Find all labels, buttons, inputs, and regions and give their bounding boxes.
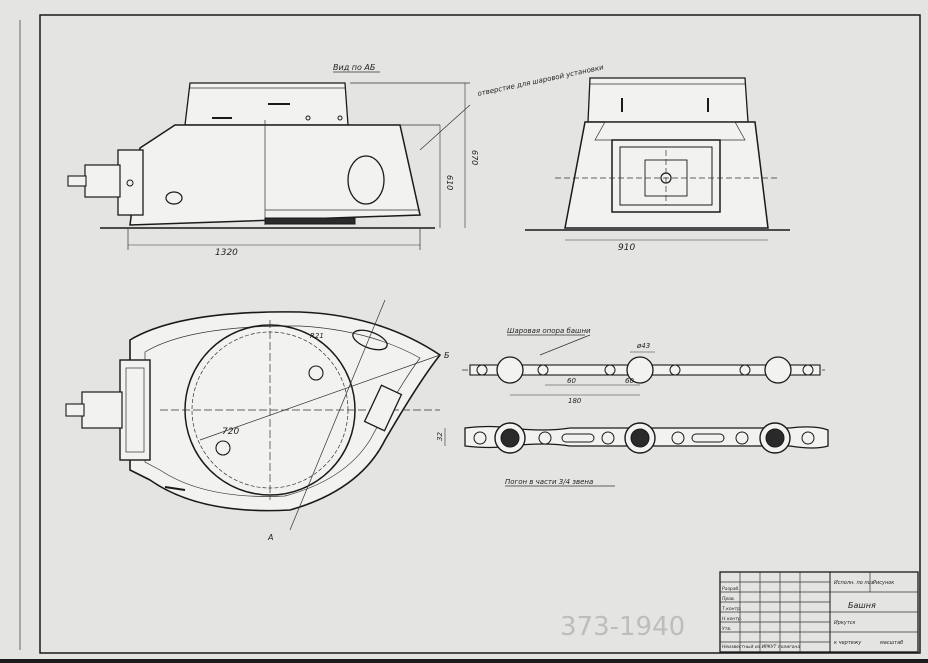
plan-gun-barrel xyxy=(65,403,85,417)
ring-dim-180: 180 xyxy=(568,397,582,405)
ring-detail-title: Шаровая опора башни xyxy=(507,327,591,335)
ring-dim-60b: 60 xyxy=(625,377,634,385)
ring-detail: Шаровая опора башни ø43 60 60 180 xyxy=(436,327,829,487)
turret-ring-hatching xyxy=(264,217,356,225)
side-view-section-label: Вид по АБ xyxy=(333,63,376,72)
title-block-line-5: масштаб xyxy=(880,640,903,646)
gun-barrel xyxy=(67,175,87,187)
sheet-frame xyxy=(39,14,921,654)
title-block-sig-4: Н.контр. xyxy=(722,616,742,622)
ring-caption: Погон в части 3/4 звена xyxy=(505,478,593,486)
plan-hatch xyxy=(352,329,388,351)
title-block-sig-1: Разраб. xyxy=(722,586,740,592)
dim-height-outer: 670 xyxy=(470,150,479,165)
ball-mount-opening xyxy=(347,155,385,205)
ring-dim-32: 32 xyxy=(436,432,444,441)
cupola-outline xyxy=(184,82,349,126)
plan-dim-radius: 720 xyxy=(222,427,239,437)
ring-dim-60a: 60 xyxy=(567,377,576,385)
side-view-note: отверстие для шаровой установки xyxy=(477,63,605,98)
plan-view: 720 R21 А Б xyxy=(65,299,450,542)
plan-ball-mount xyxy=(363,384,403,432)
dim-width: 910 xyxy=(618,243,635,253)
plan-marker-a: А xyxy=(267,533,273,542)
title-block-line-4: к чертежу xyxy=(834,640,862,646)
title-block-sig-5: Утв. xyxy=(722,626,731,632)
title-block-line-2: Рисунок xyxy=(873,580,894,586)
title-block-sig-2: Пров. xyxy=(722,596,735,602)
ring-dim-40: ø43 xyxy=(636,342,650,350)
title-block-line-1: Исполн. по поз. xyxy=(834,580,875,586)
plan-mantlet xyxy=(119,359,151,461)
side-view: Вид по АБ отверстие для шаровой установк… xyxy=(67,63,605,258)
archive-stamp-number: 373-1940 xyxy=(560,612,685,642)
plan-outline xyxy=(129,311,442,512)
plan-gun-housing xyxy=(81,391,123,429)
dim-height-inner: 610 xyxy=(445,175,454,190)
title-block-line-3: Иркутск xyxy=(834,620,856,626)
title-block: Башня Исполн. по поз. Рисунок Иркутск к … xyxy=(719,571,919,653)
plan-marker-b: Б xyxy=(444,351,450,360)
front-view: 910 xyxy=(525,77,790,253)
gun-mantlet xyxy=(117,149,144,216)
dim-length: 1320 xyxy=(215,248,238,258)
gun-housing xyxy=(84,164,121,198)
front-cupola xyxy=(587,77,749,123)
title-block-sig-3: Т.контр. xyxy=(722,606,742,612)
title-block-footer: Неизвестный из ИРКУТ полигона xyxy=(722,644,800,650)
title-block-part-name: Башня xyxy=(848,601,876,610)
plan-dim-r: R21 xyxy=(310,332,324,340)
